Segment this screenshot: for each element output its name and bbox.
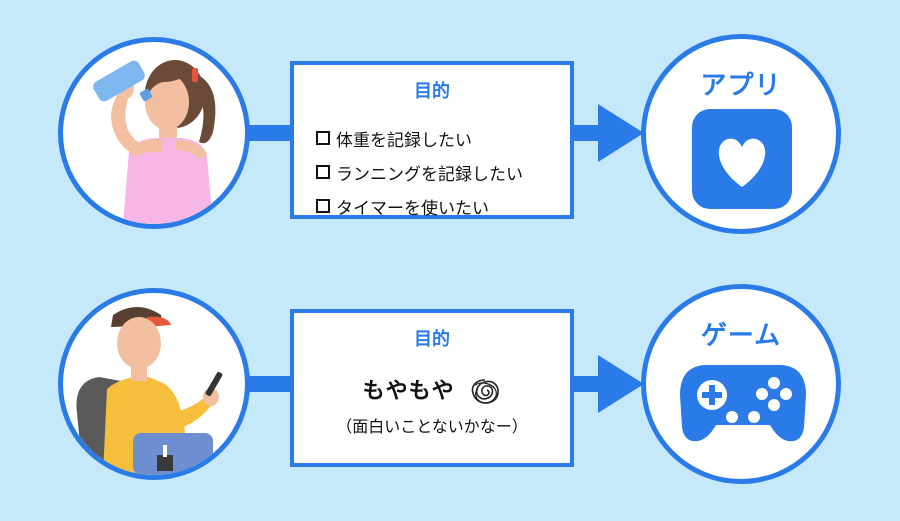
checklist-item-label: ランニングを記録したい — [336, 164, 523, 185]
checklist-item-label: 体重を記録したい — [336, 130, 472, 151]
connector-bar-row1 — [240, 125, 300, 141]
purpose-box-row2: 目的 もやもや （面白いことないかなー） — [290, 309, 574, 467]
app-result-circle: アプリ — [641, 34, 841, 234]
man-with-phone-illustration — [76, 307, 223, 475]
purpose-checklist: 体重を記録したい ランニングを記録したい タイマーを使いたい — [316, 121, 523, 223]
heart-app-icon — [692, 109, 792, 209]
person-phone-circle — [58, 288, 250, 480]
checklist-item: ランニングを記録したい — [316, 155, 523, 189]
purpose-title-row1: 目的 — [414, 81, 450, 102]
person-drinking-circle — [58, 37, 250, 229]
purpose-box-row1: 目的 体重を記録したい ランニングを記録したい タイマーを使いたい — [290, 61, 574, 219]
checkbox-icon — [316, 199, 330, 213]
feeling-note: （面白いことないかなー） — [336, 417, 528, 436]
checkbox-icon — [316, 131, 330, 145]
checklist-item: 体重を記録したい — [316, 121, 523, 155]
checklist-item: タイマーを使いたい — [316, 189, 523, 223]
gamepad-icon — [680, 365, 806, 442]
arrow-right-icon — [598, 104, 644, 162]
connector-bar-row2 — [240, 376, 300, 392]
woman-drinking-illustration — [93, 60, 216, 224]
app-label: アプリ — [700, 71, 782, 101]
feeling-phrase: もやもや — [294, 373, 570, 407]
purpose-title-row2: 目的 — [414, 329, 450, 350]
scribble-icon — [472, 379, 500, 404]
game-label: ゲーム — [700, 321, 782, 351]
arrow-right-icon — [598, 355, 644, 413]
checkbox-icon — [316, 165, 330, 179]
feeling-text: もやもや — [362, 379, 455, 404]
checklist-item-label: タイマーを使いたい — [336, 198, 489, 219]
game-result-circle: ゲーム — [641, 284, 841, 484]
